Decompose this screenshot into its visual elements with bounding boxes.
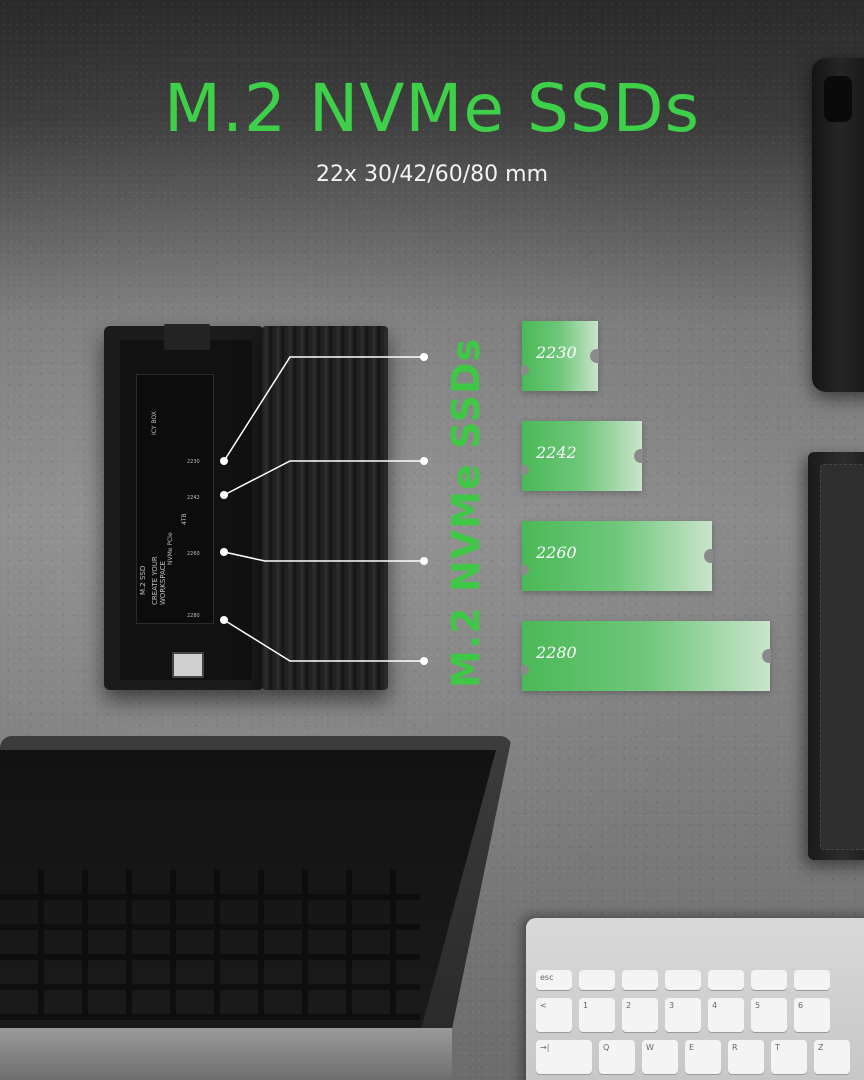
ssd-card-label-2242: 2242: [536, 443, 577, 462]
keyboard-row-numbers: < 1 2 3 4 5 6: [536, 998, 830, 1032]
ssd-card-2242: 2242: [521, 421, 643, 491]
wallet-card-slots: [820, 464, 864, 850]
key: [622, 970, 658, 990]
vertical-label: M.2 NVMe SSDs: [444, 337, 488, 688]
dot-board-2230: [220, 457, 228, 465]
dot-label-2260: [420, 557, 428, 565]
card-notch-left: [521, 465, 529, 475]
dot-label-2242: [420, 457, 428, 465]
camera-module: [824, 76, 852, 122]
dot-label-2280: [420, 657, 428, 665]
m2-connector: [164, 324, 210, 350]
key: <: [536, 998, 572, 1032]
smartphone-image: [812, 58, 864, 392]
dot-board-2260: [220, 548, 228, 556]
key: E: [685, 1040, 721, 1074]
dot-board-2242: [220, 491, 228, 499]
keyboard-row-function: esc: [536, 970, 830, 990]
key: [665, 970, 701, 990]
dot-board-2280: [220, 616, 228, 624]
ssd-mark-2280: 2280: [187, 613, 200, 619]
ssd-card-label-2260: 2260: [536, 543, 577, 562]
card-notch-left: [521, 365, 529, 375]
card-notch-right: [634, 449, 643, 463]
ssd-card-2230: 2230: [521, 321, 599, 391]
keyboard-row-letters: →| Q W E R T Z: [536, 1040, 850, 1074]
card-notch-right: [704, 549, 713, 563]
key: →|: [536, 1040, 592, 1074]
key: W: [642, 1040, 678, 1074]
ssd-module: M.2 SSD CREATE YOUR WORKSPACE NVMe PCIe …: [136, 374, 214, 624]
ssd-card-2280: 2280: [521, 621, 771, 691]
ssd-card-label-2280: 2280: [536, 643, 577, 662]
page-title: M.2 NVMe SSDs: [164, 70, 700, 147]
dot-label-2230: [420, 353, 428, 361]
key: Z: [814, 1040, 850, 1074]
key: 6: [794, 998, 830, 1032]
enclosure-heatsink-fins: [262, 326, 388, 690]
key: [751, 970, 787, 990]
key: esc: [536, 970, 572, 990]
key: 3: [665, 998, 701, 1032]
leader-line-2280: [223, 619, 424, 662]
ssd-mark-2242: 2242: [187, 495, 200, 501]
laptop-screen: [0, 750, 496, 1046]
page-subtitle: 22x 30/42/60/80 mm: [315, 162, 549, 187]
key: [708, 970, 744, 990]
key: R: [728, 1040, 764, 1074]
usb-c-port: [172, 652, 204, 678]
laptop-image: [0, 736, 512, 1080]
wallet-image: [808, 452, 864, 860]
key: 2: [622, 998, 658, 1032]
keyboard-image: esc < 1 2 3 4 5 6 →| Q W E R T Z: [526, 918, 864, 1080]
key: [794, 970, 830, 990]
card-notch-right: [590, 349, 599, 363]
leader-line-2260: [223, 551, 424, 562]
card-notch-left: [521, 565, 529, 575]
card-notch-left: [521, 665, 529, 675]
ssd-card-2260: 2260: [521, 521, 713, 591]
keyboard-reflection: [0, 870, 420, 1020]
key: Q: [599, 1040, 635, 1074]
key: 1: [579, 998, 615, 1032]
ssd-mark-2230: 2230: [187, 459, 200, 465]
leader-line-2242: [223, 460, 424, 496]
key: T: [771, 1040, 807, 1074]
key: 5: [751, 998, 787, 1032]
ssd-card-label-2230: 2230: [536, 343, 577, 362]
card-notch-right: [762, 649, 771, 663]
leader-line-2230: [223, 356, 424, 462]
key: [579, 970, 615, 990]
key: 4: [708, 998, 744, 1032]
ssd-mark-2260: 2260: [187, 551, 200, 557]
laptop-base: [0, 1028, 452, 1080]
